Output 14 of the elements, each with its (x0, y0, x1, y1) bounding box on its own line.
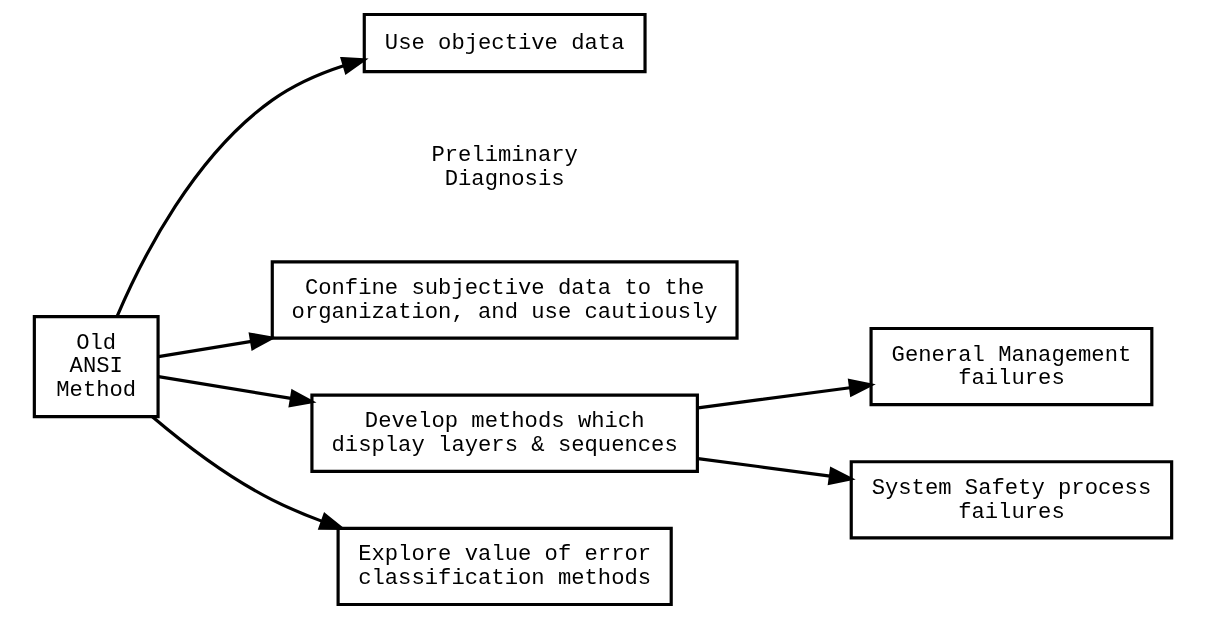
arrow (697, 457, 856, 486)
arrow (150, 415, 346, 530)
arrow (157, 375, 317, 408)
arrow (157, 332, 277, 359)
node-box: Explore value of error classification methods (336, 526, 673, 607)
node-box: Use objective data (362, 12, 647, 74)
node-box: Old ANSI Method (32, 315, 160, 419)
node-box: Develop methods which display layers & sequences (309, 393, 699, 473)
arrow (115, 56, 369, 318)
label: Preliminary Diagnosis (430, 142, 578, 192)
node-box: General Management failures (869, 326, 1153, 407)
node-box: Confine subjective data to the organization, and use cautiously (270, 260, 739, 340)
node-box: System Safety process failures (849, 460, 1173, 540)
arrow (697, 378, 876, 410)
